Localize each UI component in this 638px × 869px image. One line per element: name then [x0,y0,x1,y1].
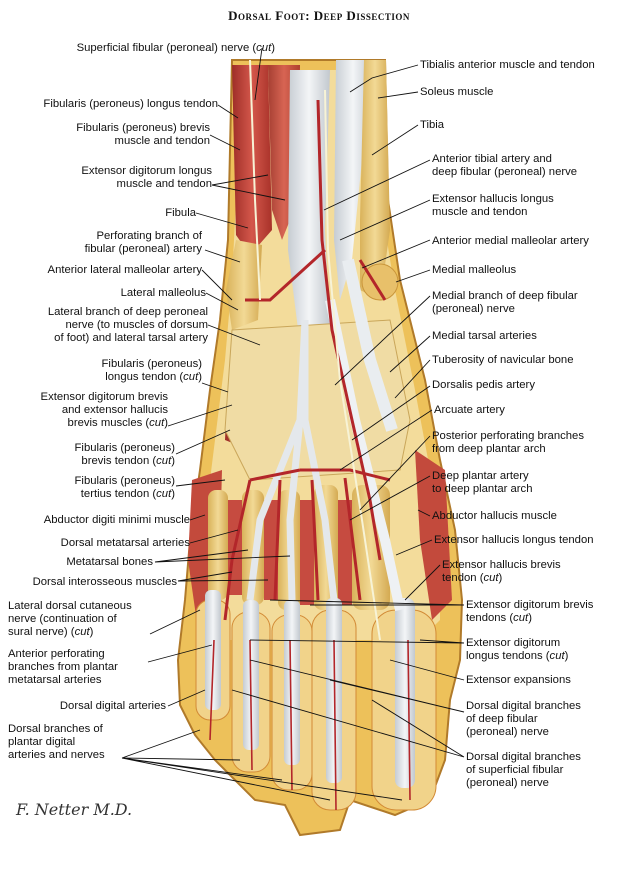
tibialis-tendon-distal [342,258,398,432]
label-fibularis-tertius-cut: Fibularis (peroneus) tertius tendon (cut… [74,475,175,500]
label-fibularis-longus-tendon: Fibularis (peroneus) longus tendon [43,98,218,110]
label-ehb-tendon: Extensor hallucis brevis tendon (cut) [442,559,561,584]
label-ehl-tendon: Extensor hallucis longus tendon [434,534,594,546]
label-medial-tarsal-arteries: Medial tarsal arteries [432,330,537,342]
label-metatarsal-bones: Metatarsal bones [66,556,153,568]
label-edb-tendons: Extensor digitorum brevis tendons (cut) [466,599,594,624]
interosseous-4 [338,500,352,605]
label-medial-malleolus: Medial malleolus [432,264,517,276]
label-abductor-digiti-minimi: Abductor digiti minimi muscle [43,514,190,526]
label-fibularis-longus-cut: Fibularis (peroneus) longus tendon (cut) [101,358,202,383]
label-tibia: Tibia [420,119,445,131]
leader-lines [121,47,465,801]
tibia-bone [360,60,390,300]
label-fibularis-brevis-cut: Fibularis (peroneus) brevis tendon (cut) [74,442,175,467]
metatarsal-5 [208,490,228,600]
interosseous-3 [300,500,314,605]
label-lateral-malleolus: Lateral malleolus [120,287,206,299]
label-extensor-expansions: Extensor expansions [466,674,571,686]
label-edl-muscle-tendon: Extensor digitorum longus muscle and ten… [81,165,212,190]
label-extensor-brevis-muscles: Extensor digitorum brevis and extensor h… [40,391,168,429]
label-digital-branches-superficial-fibular: Dorsal digital branches of superficial f… [466,751,581,789]
abductor-hallucis [415,450,452,620]
label-medial-branch-deep-fibular: Medial branch of deep fibular (peroneal)… [432,290,578,315]
label-anterior-tibial-artery: Anterior tibial artery and deep fibular … [432,153,578,178]
label-ehl-muscle-tendon: Extensor hallucis longus muscle and tend… [432,193,554,218]
label-anterior-medial-malleolar-artery: Anterior medial malleolar artery [432,235,589,247]
label-dorsal-interosseous: Dorsal interosseous muscles [32,576,177,588]
label-abductor-hallucis: Abductor hallucis muscle [432,510,557,522]
label-deep-plantar-artery: Deep plantar artery to deep plantar arch [432,470,533,495]
label-soleus: Soleus muscle [420,86,494,98]
medial-malleolus [361,263,399,301]
label-lateral-branch-deep-peroneal: Lateral branch of deep peroneal nerve (t… [47,306,208,344]
label-lateral-dorsal-cutaneous: Lateral dorsal cutaneous nerve (continua… [8,600,132,638]
label-anterior-lateral-malleolar-artery: Anterior lateral malleolar artery [47,264,202,276]
artist-signature: F. Netter M.D. [16,800,133,819]
label-dorsal-digital-arteries: Dorsal digital arteries [59,700,166,712]
label-perforating-branch: Perforating branch of fibular (peroneal)… [84,230,202,255]
label-dorsal-metatarsal-arteries: Dorsal metatarsal arteries [60,537,190,549]
ehl-tendon [325,298,405,612]
label-fibularis-brevis-muscle: Fibularis (peroneus) brevis muscle and t… [76,122,210,147]
label-superficial-fibular-nerve: Superficial fibular (peroneal) nerve (cu… [76,42,275,54]
label-tibialis-anterior: Tibialis anterior muscle and tendon [420,59,595,71]
fibula-bone [226,240,262,330]
fibularis-muscles [232,65,272,255]
diagram-title: Dorsal Foot: Deep Dissection [228,8,410,23]
label-fibula: Fibula [165,207,196,219]
label-tuberosity-navicular: Tuberosity of navicular bone [432,354,574,366]
label-anterior-perforating-branches: Anterior perforating branches from plant… [8,648,118,686]
interosseous-2 [264,500,278,600]
label-dorsalis-pedis-artery: Dorsalis pedis artery [432,379,535,391]
label-posterior-perforating-branches: Posterior perforating branches from deep… [432,430,584,455]
label-dorsal-branches-plantar-digital: Dorsal branches of plantar digital arter… [8,723,105,761]
label-arcuate-artery: Arcuate artery [434,404,505,416]
label-digital-branches-deep-fibular: Dorsal digital branches of deep fibular … [466,700,581,738]
label-edl-tendons: Extensor digitorum longus tendons (cut) [466,637,569,662]
